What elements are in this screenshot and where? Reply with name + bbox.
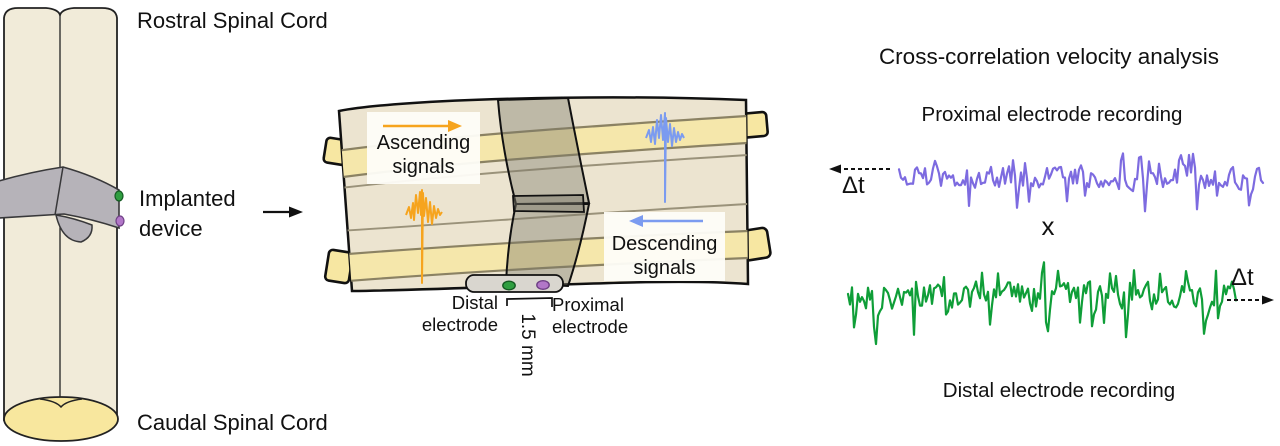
analysis-panel-artwork	[829, 152, 1274, 346]
electrode-spacing-label: 1.5 mm	[517, 313, 538, 377]
distal-electrode-dot	[502, 280, 516, 291]
implant-band-seam	[54, 166, 64, 216]
delta-t-right-arrow-icon	[1227, 295, 1274, 305]
descending-spike-waveform	[645, 112, 685, 203]
ascending-spike-waveform	[405, 189, 443, 284]
descending-arrow-overlay	[629, 215, 703, 227]
ascending-signals-line2: signals	[392, 156, 455, 178]
implant-band	[0, 166, 120, 230]
descending-signals-line1: Descending	[611, 233, 718, 255]
proximal-electrode-dot	[536, 280, 550, 291]
spacing-bracket	[506, 297, 553, 307]
implant-band-flap	[55, 214, 93, 243]
spinal-cord-illustration	[0, 7, 125, 442]
descending-signals-line2: signals	[633, 257, 696, 279]
distal-electrode-line2: electrode	[421, 314, 498, 335]
distal-waveform	[846, 261, 1238, 346]
proximal-recording-label: Proximal electrode recording	[921, 103, 1183, 126]
delta-t-right-label: Δt	[1231, 264, 1254, 291]
caudal-cut-notch	[39, 398, 83, 409]
tract-companion-line-lower	[339, 203, 748, 232]
distal-electrode-label: Distal electrode	[402, 292, 498, 336]
device-closeup	[322, 96, 772, 307]
proximal-electrode-line1: Proximal	[552, 294, 624, 315]
distal-recording-label: Distal electrode recording	[942, 379, 1176, 402]
proximal-electrode-label: Proximal electrode	[552, 294, 662, 338]
distal-electrode-line1: Distal	[451, 292, 498, 313]
ascending-label-box	[367, 112, 480, 184]
delta-t-left-arrow-icon	[829, 164, 890, 174]
proximal-electrode-line2: electrode	[552, 316, 629, 337]
multiply-symbol: x	[1041, 211, 1055, 241]
descending-label-box	[604, 212, 725, 281]
caudal-cut-face	[3, 396, 119, 442]
electrode-dot-purple-small	[115, 215, 125, 227]
rostral-spinal-cord-label: Rostral Spinal Cord	[137, 8, 328, 33]
analysis-title: Cross-correlation velocity analysis	[878, 44, 1220, 69]
cuff-lower-strip	[504, 203, 591, 288]
electrode-dot-green-small	[114, 190, 124, 202]
implanted-device-label: Implanted device	[139, 184, 236, 244]
ascending-arrow-overlay	[383, 120, 462, 132]
implanted-device-label-line2: device	[139, 216, 203, 241]
implanted-device-label-line1: Implanted	[139, 186, 236, 211]
descending-signals-label: Descending signals	[604, 232, 725, 280]
ascending-signals-label: Ascending signals	[367, 131, 480, 179]
ascending-signals-line1: Ascending	[376, 132, 471, 154]
proximal-waveform	[897, 152, 1265, 213]
delta-t-left-label: Δt	[842, 172, 865, 199]
device-cuff	[465, 96, 591, 293]
caudal-spinal-cord-label: Caudal Spinal Cord	[137, 410, 328, 435]
implant-pointer-arrow-icon	[263, 206, 303, 218]
cuff-fold-flap	[512, 194, 585, 213]
